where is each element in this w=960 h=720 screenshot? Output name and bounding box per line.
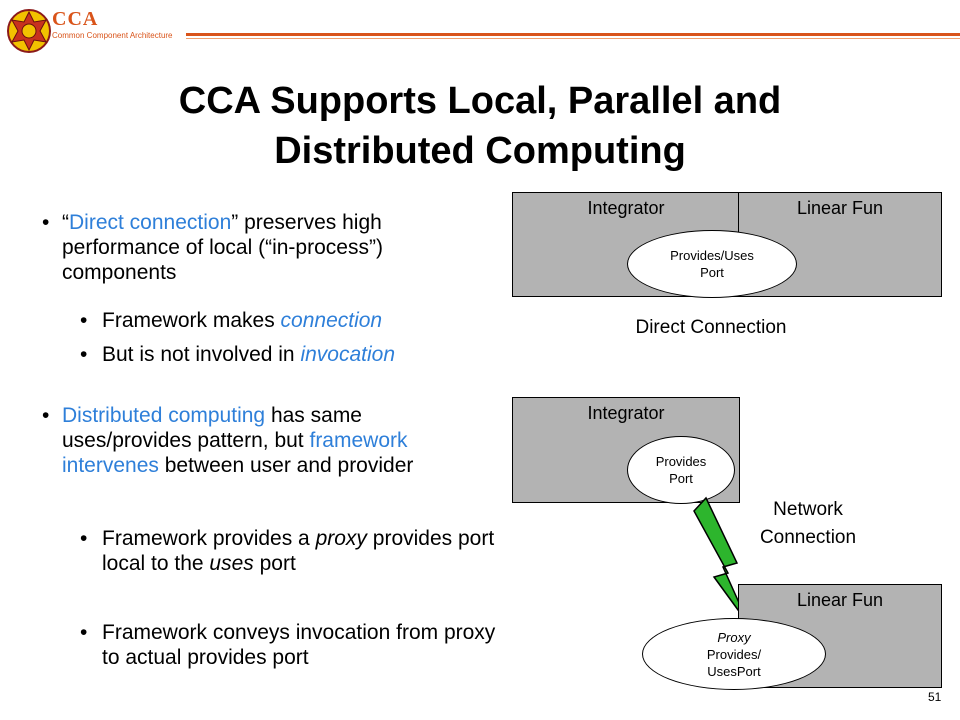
term-connection: connection <box>280 309 383 332</box>
lightning-bolt-icon <box>693 496 750 626</box>
integrator-label: Integrator <box>587 198 665 218</box>
term-distributed-computing: Distributed computing <box>62 404 266 427</box>
integrator-label: Integrator <box>587 403 665 423</box>
sub-bullet-makes-connection: • Framework makes connection <box>80 308 500 333</box>
bullet-direct-connection: • “Direct connection” preserves high per… <box>42 210 487 285</box>
bullet-text: Framework conveys invocation from proxy … <box>102 621 496 669</box>
bullet-text: “Direct connection” preserves high perfo… <box>62 211 383 284</box>
sub-bullet-proxy: • Framework provides a proxy provides po… <box>80 526 500 576</box>
provides-uses-port: Provides/Uses Port <box>627 230 797 298</box>
brand-subtitle: Common Component Architecture <box>52 31 173 40</box>
bullet-dot: • <box>80 343 88 366</box>
cca-logo-icon <box>6 8 52 54</box>
bullet-text: Distributed computing has same uses/prov… <box>62 404 414 477</box>
provides-port: Provides Port <box>627 436 735 504</box>
bullet-dot: • <box>80 309 88 332</box>
slide-title: CCA Supports Local, Parallel and Distrib… <box>60 76 900 176</box>
term-proxy: proxy <box>315 527 367 550</box>
bullet-text: Framework provides a proxy provides port… <box>102 527 495 575</box>
bullet-text: But is not involved in invocation <box>102 343 396 366</box>
bullet-dot: • <box>80 621 88 644</box>
term-invocation: invocation <box>300 343 396 366</box>
linear-fun-label: Linear Fun <box>796 590 884 610</box>
brand-name: CCA <box>52 8 99 30</box>
header-rule <box>186 33 960 36</box>
sub-bullet-conveys-invocation: • Framework conveys invocation from prox… <box>80 620 500 670</box>
bullet-dot: • <box>80 527 88 550</box>
linear-fun-label: Linear Fun <box>796 198 884 218</box>
direct-connection-caption: Direct Connection <box>635 317 787 338</box>
proxy-provides-uses-port: Proxy Provides/ UsesPort <box>642 618 826 690</box>
term-direct-connection: Direct connection <box>69 211 232 234</box>
term-uses: uses <box>209 552 254 575</box>
title-line-2: Distributed Computing <box>274 130 686 172</box>
page-number: 51 <box>928 690 942 704</box>
bullet-distributed-computing: • Distributed computing has same uses/pr… <box>42 403 487 478</box>
bullet-text: Framework makes connection <box>102 309 383 332</box>
term-framework-intervenes: framework intervenes <box>62 429 408 477</box>
network-connection-caption: Network Connection <box>759 499 857 548</box>
title-line-1: CCA Supports Local, Parallel and <box>178 80 782 122</box>
bullet-dot: • <box>42 211 50 234</box>
bullet-dot: • <box>42 404 50 427</box>
header-rule-thin <box>186 38 960 39</box>
sub-bullet-not-involved: • But is not involved in invocation <box>80 342 500 367</box>
